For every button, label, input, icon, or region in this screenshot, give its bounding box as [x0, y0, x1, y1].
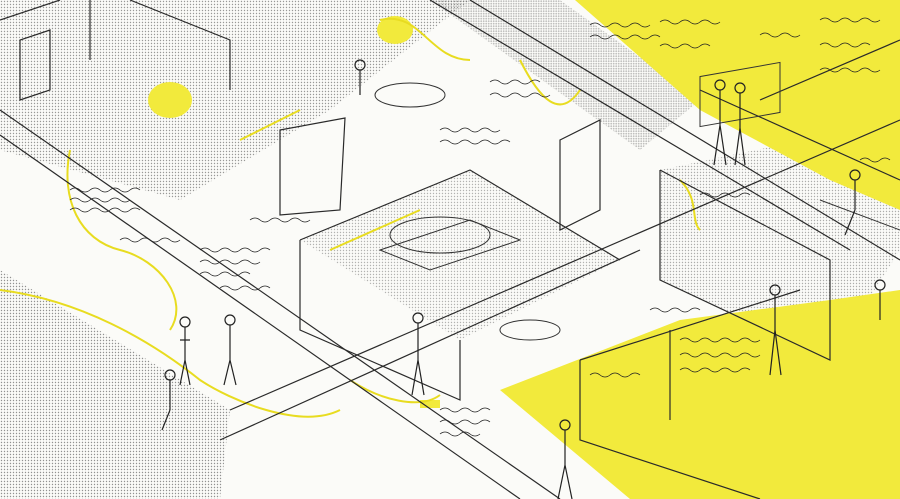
halftone-corridor	[430, 0, 700, 150]
people-figures	[161, 59, 886, 499]
halftone-floor-center	[300, 170, 620, 340]
halftone-floor-left	[0, 0, 470, 200]
yellow-blob-left	[148, 82, 192, 118]
yellow-mark	[420, 400, 440, 408]
furniture-sketches	[374, 61, 900, 341]
yellow-zone-top-right	[575, 0, 900, 210]
halftone-floor-bottom-left	[0, 270, 230, 499]
handwritten-annotations	[69, 17, 891, 437]
yellow-path-lines	[0, 17, 701, 418]
yellow-blob-top	[377, 16, 413, 44]
